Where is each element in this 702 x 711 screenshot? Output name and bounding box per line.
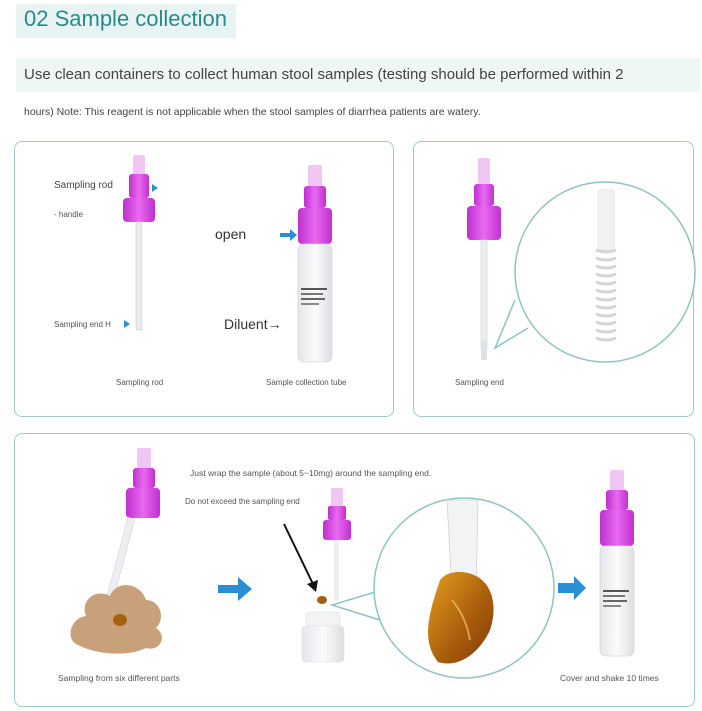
instruction-text: Just wrap the sample (about 5~10mg) arou…: [190, 468, 432, 478]
title-background: [16, 4, 236, 38]
closed-tube-illustration: [599, 470, 635, 657]
magnified-sample-circle: [329, 497, 555, 679]
note-text: hours) Note: This reagent is not applica…: [24, 106, 481, 118]
caption-sampling-parts: Sampling from six different parts: [58, 673, 180, 683]
arrow-icon: [152, 184, 158, 192]
rod-with-magnifier-illustration: [467, 158, 501, 360]
intro-background: [16, 58, 700, 92]
open-tube-illustration: [283, 488, 351, 663]
handle-label: - handle: [54, 210, 83, 219]
arrow-icon: [280, 229, 297, 241]
diluent-label: Diluent→: [224, 316, 282, 332]
open-label: open: [215, 226, 247, 242]
arrow-icon: [558, 576, 586, 600]
magnifier-circle: [493, 181, 696, 363]
caption-collection-tube: Sample collection tube: [266, 378, 347, 387]
intro-text: Use clean containers to collect human st…: [24, 66, 624, 83]
sampling-rod-label: Sampling rod: [54, 180, 113, 191]
section-title: 02 Sample collection: [24, 6, 228, 31]
arrow-icon: [218, 577, 252, 601]
caption-sampling-end: Sampling end: [455, 378, 504, 387]
sampling-rod-illustration: [123, 155, 155, 331]
panel-procedure: [14, 433, 695, 707]
arrow-icon: [124, 320, 130, 328]
warning-text: Do not exceed the sampling end: [185, 497, 300, 506]
collection-tube-illustration: [297, 165, 333, 363]
rod-into-stool-illustration: [70, 448, 162, 654]
caption-cover-shake: Cover and shake 10 times: [560, 673, 659, 683]
caption-sampling-rod: Sampling rod: [116, 378, 164, 387]
sampling-end-label: Sampling end H: [54, 320, 111, 329]
